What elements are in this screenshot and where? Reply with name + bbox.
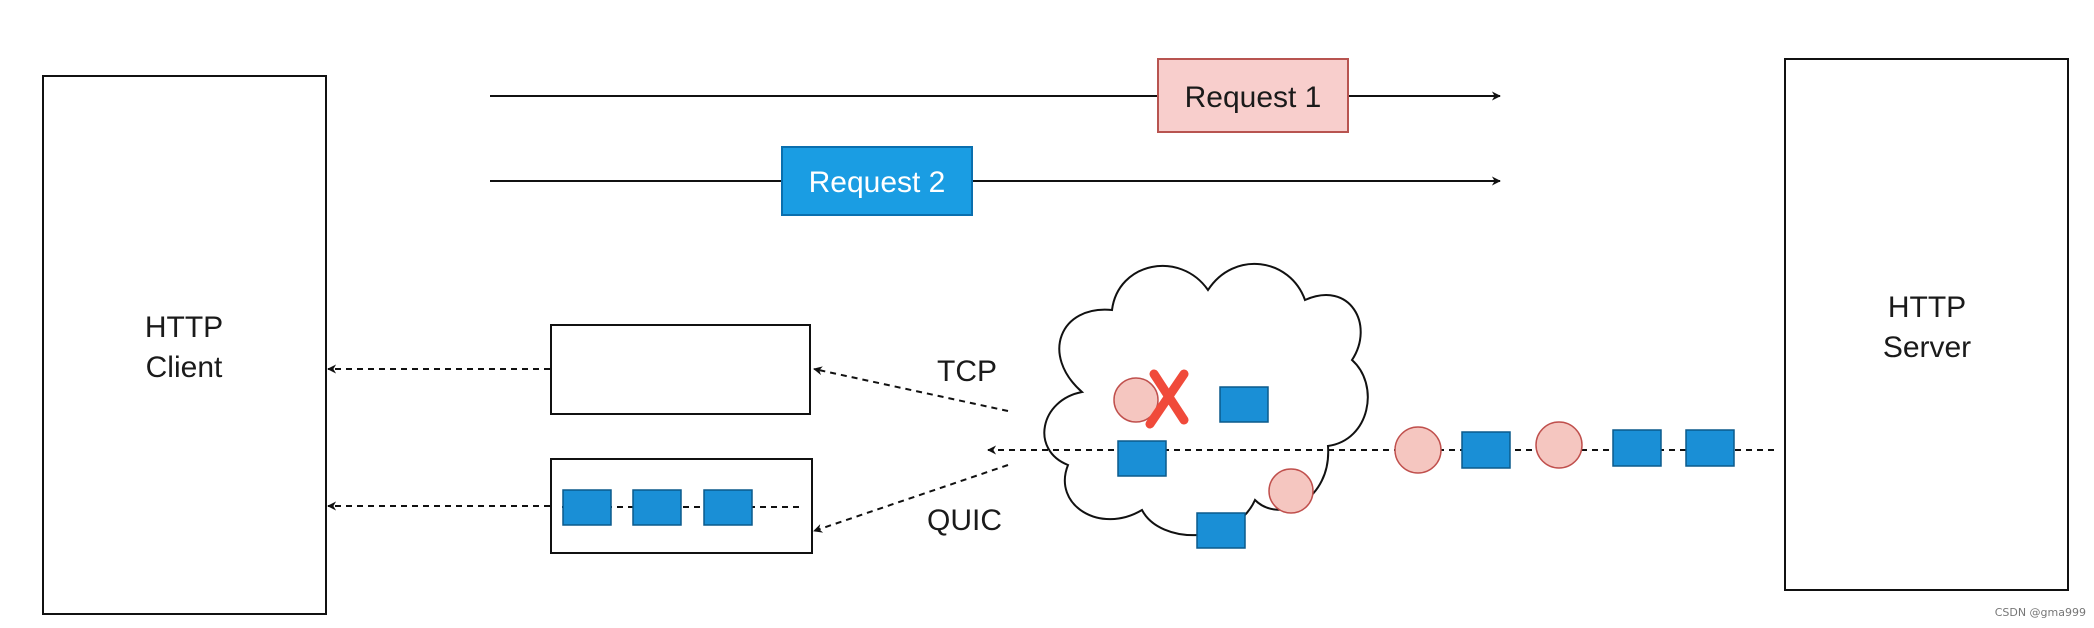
client-label-line2: Client <box>146 351 223 384</box>
quic-packet-square <box>632 489 682 526</box>
cloud-packet-circle <box>1268 468 1314 514</box>
quic-packet-square <box>703 489 753 526</box>
tcp-label: TCP <box>937 355 997 388</box>
lost-packet-circle <box>1113 377 1159 423</box>
request-2-box: Request 2 <box>781 146 973 216</box>
packet-lost-x-mark <box>1145 369 1189 429</box>
network-to-tcp-arrow <box>813 366 1009 412</box>
server-label-line2: Server <box>1883 331 1971 364</box>
wire-packet-square <box>1612 429 1662 467</box>
server-label-line1: HTTP <box>1888 291 1966 324</box>
cloud-packet-square <box>1117 440 1167 477</box>
wire-packet-circle <box>1394 426 1442 474</box>
network-to-quic-arrow <box>813 464 1009 533</box>
quic-packet-square <box>562 489 612 526</box>
network-cloud <box>1043 262 1369 537</box>
tcp-buffer-box <box>550 324 811 415</box>
http-client-node: HTTP Client <box>42 75 327 615</box>
wire-packet-square <box>1461 431 1511 469</box>
request-1-box: Request 1 <box>1157 58 1349 133</box>
client-label-line1: HTTP <box>145 311 223 344</box>
quic-label: QUIC <box>927 504 1002 537</box>
http-server-node: HTTP Server <box>1784 58 2069 591</box>
wire-packet-circle <box>1535 421 1583 469</box>
quic-buffer-box <box>550 458 813 554</box>
request-1-label: Request 1 <box>1185 81 1322 114</box>
request-2-label: Request 2 <box>809 166 946 199</box>
wire-packet-square <box>1685 429 1735 467</box>
cloud-packet-square <box>1219 386 1269 423</box>
cloud-packet-square <box>1196 512 1246 549</box>
watermark: CSDN @gma999 <box>1995 606 2086 619</box>
